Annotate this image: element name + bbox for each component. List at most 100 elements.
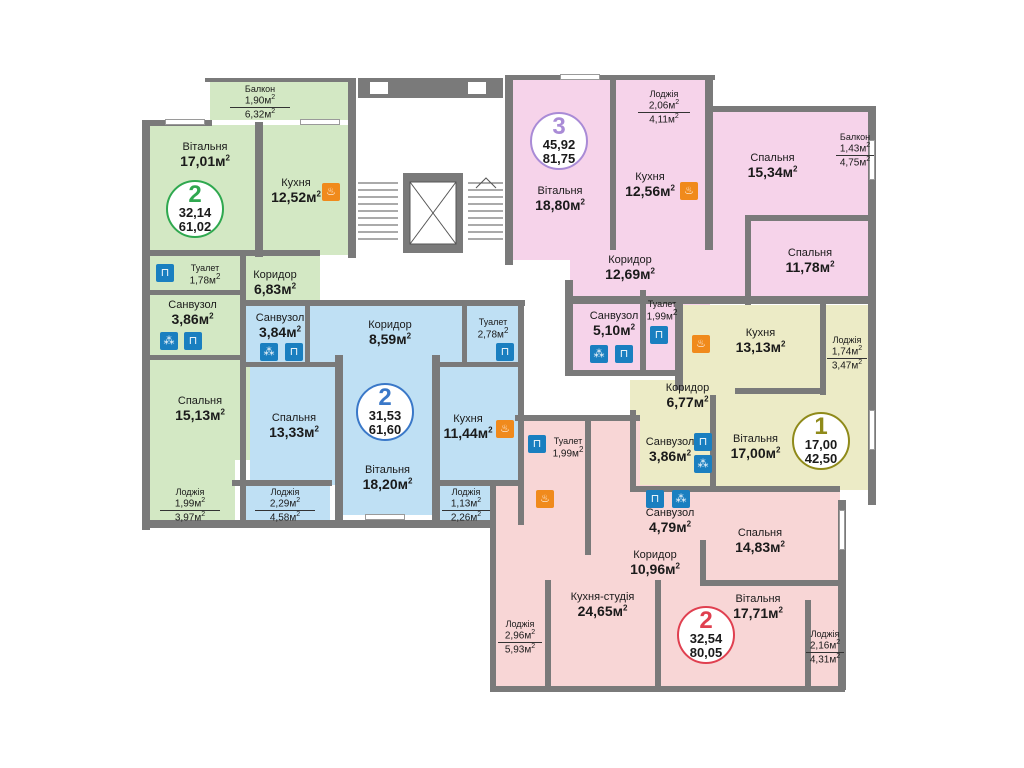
total-area: 61,02	[178, 219, 212, 234]
wall	[232, 480, 332, 486]
apartment-badge: 2 31,53 61,60	[356, 383, 414, 441]
toilet-icon: ⊓	[184, 332, 202, 350]
wall	[745, 215, 751, 305]
window	[165, 119, 205, 125]
kitchen-icon: ♨	[680, 182, 698, 200]
room-fill	[520, 420, 640, 490]
wall	[700, 540, 706, 585]
wall	[335, 355, 343, 520]
window	[869, 410, 875, 450]
apartment-rooms: 2	[188, 181, 202, 208]
wall	[630, 486, 840, 492]
wall	[585, 420, 591, 555]
stairwell	[358, 78, 503, 308]
kitchen-icon: ♨	[322, 183, 340, 201]
room-fill	[210, 80, 350, 120]
wall	[735, 388, 825, 394]
total-area: 61,60	[368, 422, 402, 437]
wall	[240, 255, 246, 525]
wall	[700, 580, 840, 586]
wall	[440, 480, 520, 486]
kitchen-icon: ♨	[692, 335, 710, 353]
toilet-icon: ⊓	[615, 345, 633, 363]
wall	[705, 135, 713, 250]
wall	[518, 300, 524, 525]
apartment-badge: 2 32,14 61,02	[166, 180, 224, 238]
wall	[655, 580, 661, 690]
room-fill	[710, 110, 870, 300]
total-area: 42,50	[804, 451, 838, 466]
toilet-icon: ⊓	[496, 343, 514, 361]
wall	[565, 370, 680, 376]
toilet-icon: ⊓	[528, 435, 546, 453]
apartment-badge: 2 32,54 80,05	[677, 606, 735, 664]
living-area: 32,14	[178, 205, 212, 220]
wall	[440, 362, 520, 367]
wall	[570, 296, 870, 304]
window	[560, 74, 600, 80]
kitchen-icon: ♨	[496, 420, 514, 438]
kitchen-icon: ♨	[536, 490, 554, 508]
wall	[432, 355, 440, 520]
room-fill	[150, 460, 235, 525]
wall	[610, 80, 616, 250]
apartment-badge: 3 45,92 81,75	[530, 112, 588, 170]
wall	[462, 305, 467, 365]
shower-icon: ⁂	[160, 332, 178, 350]
toilet-icon: ⊓	[156, 264, 174, 282]
wall	[868, 300, 876, 505]
wall	[805, 600, 811, 690]
wall	[710, 106, 870, 112]
apartment-rooms: 3	[552, 113, 566, 140]
shower-icon: ⁂	[672, 490, 690, 508]
room-fill	[440, 485, 490, 525]
toilet-icon: ⊓	[650, 326, 668, 344]
total-area: 80,05	[689, 645, 723, 660]
wall	[255, 122, 263, 257]
wall	[630, 410, 636, 490]
total-area: 81,75	[542, 151, 576, 166]
wall	[675, 300, 683, 390]
shower-icon: ⁂	[590, 345, 608, 363]
wall	[245, 362, 335, 367]
wall	[750, 215, 870, 221]
wall	[305, 305, 310, 365]
wall	[505, 75, 715, 80]
wall	[515, 415, 640, 421]
apartment-rooms: 1	[814, 413, 828, 440]
room-fill	[240, 485, 330, 525]
toilet-icon: ⊓	[285, 343, 303, 361]
wall	[245, 300, 525, 306]
wall	[565, 280, 573, 375]
